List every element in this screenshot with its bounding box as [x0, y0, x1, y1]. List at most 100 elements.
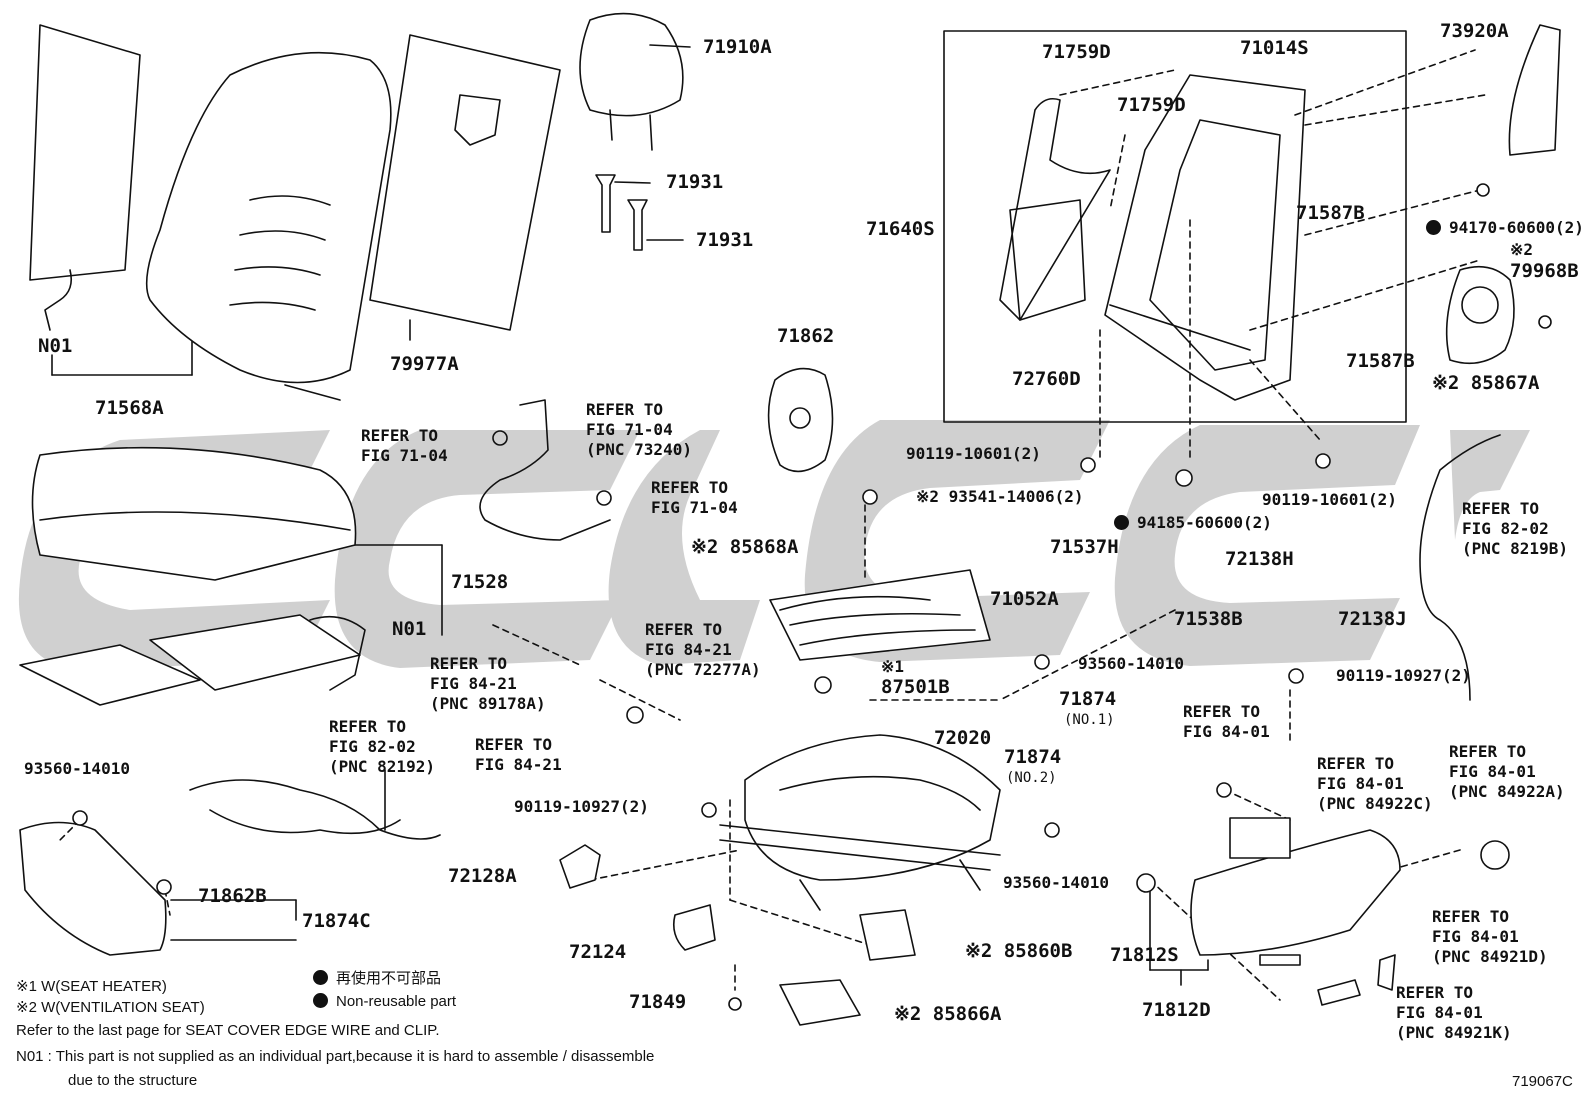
legend-non-reusable-en: Non-reusable part — [313, 992, 456, 1011]
refer-line: FIG 84-01 — [1449, 762, 1536, 781]
refer-line: REFER TO — [1317, 754, 1395, 773]
part-72128A: 72128A — [448, 865, 517, 887]
bolt-icons — [72, 183, 1490, 1011]
part-71568A: 71568A — [95, 397, 164, 419]
part-71537H: 71537H — [1050, 536, 1119, 558]
part-71812S: 71812S — [1110, 944, 1179, 966]
part-71568A-n01: N01 — [38, 335, 73, 357]
part-94185-60600-label: 94185-60600(2) — [1137, 513, 1272, 532]
part-90119-10927-a: 90119-10927(2) — [1336, 666, 1471, 685]
part-90119-10601-a: 90119-10601(2) — [906, 444, 1041, 463]
part-71538B: 71538B — [1174, 608, 1243, 630]
refer-line: REFER TO — [1449, 742, 1527, 761]
non-reusable-dot-icon — [313, 993, 328, 1008]
non-reusable-dot-icon — [1114, 515, 1129, 530]
part-71874-no2-sub: (NO.2) — [1006, 770, 1057, 786]
part-71874C: 71874C — [302, 910, 371, 932]
part-87501B-mark: ※1 — [881, 657, 905, 676]
motor-85867A-shape — [1445, 265, 1552, 365]
part-93560-14010-a: 93560-14010 — [1078, 654, 1184, 673]
non-reusable-dot-icon — [313, 970, 328, 985]
wire-harness-8219B — [1419, 434, 1501, 701]
part-79977A: 79977A — [390, 353, 459, 375]
refer-line: (PNC 73240) — [586, 440, 692, 459]
bracket-72124 — [672, 904, 716, 951]
refer-line: REFER TO — [329, 717, 407, 736]
refer-line: FIG 71-04 — [361, 446, 448, 465]
part-90119-10927-b: 90119-10927(2) — [514, 797, 649, 816]
part-71759D-a: 71759D — [1042, 41, 1111, 63]
legend-non-reusable-en-text: Non-reusable part — [336, 993, 457, 1010]
seatback-cover-shape — [145, 51, 392, 401]
part-71587B-b: 71587B — [1346, 350, 1415, 372]
seatback-pad-shape — [29, 24, 193, 376]
refer-line: REFER TO — [1183, 702, 1261, 721]
seat-frame-shape — [999, 74, 1306, 401]
refer-line: (PNC 8219B) — [1462, 539, 1568, 558]
non-reusable-dot-icon — [1426, 220, 1441, 235]
diagram-code: 719067C — [1512, 1073, 1573, 1090]
refer-line: FIG 84-01 — [1432, 927, 1519, 946]
refer-line: REFER TO — [645, 620, 723, 639]
part-93560-14010-c: 93560-14010 — [24, 759, 130, 778]
part-71052A: 71052A — [990, 588, 1059, 610]
legend-non-reusable-jp: 再使用不可部品 — [313, 969, 441, 988]
clip-71-04-b — [596, 490, 612, 506]
cover-73920A-shape — [1508, 24, 1561, 156]
part-71931-a: 71931 — [666, 171, 724, 193]
refer-line: FIG 71-04 — [586, 420, 673, 439]
center-leader-lines — [492, 504, 1461, 1001]
part-71812D: 71812D — [1142, 999, 1211, 1021]
part-71759D-b: 71759D — [1117, 94, 1186, 116]
part-71931-b: 71931 — [696, 229, 754, 251]
note-n01-line1: N01 : This part is not supplied as an in… — [16, 1048, 655, 1065]
frame-leader-lines — [1059, 49, 1486, 461]
part-85867A: ※2 85867A — [1432, 372, 1540, 394]
cover-71862-shape — [767, 367, 834, 473]
refer-line: FIG 82-02 — [329, 737, 416, 756]
headrest-shape — [579, 12, 691, 151]
note-n01-line2: due to the structure — [68, 1072, 198, 1089]
knob-84921D — [1377, 954, 1396, 991]
note-edge-wire: Refer to the last page for SEAT COVER ED… — [16, 1022, 440, 1039]
clip-71-04-a — [492, 430, 508, 446]
refer-line: (PNC 84921K) — [1396, 1023, 1512, 1042]
part-71587B-a: 71587B — [1296, 202, 1365, 224]
switch-84922C — [1229, 817, 1291, 859]
part-94185-60600: 94185-60600(2) — [1114, 513, 1272, 533]
part-72138J: 72138J — [1338, 608, 1407, 630]
blower-85860B — [859, 909, 916, 961]
part-87501B: 87501B — [881, 676, 950, 698]
refer-line: (PNC 84921D) — [1432, 947, 1548, 966]
part-71849: 71849 — [629, 991, 687, 1013]
part-72760D: 72760D — [1012, 368, 1081, 390]
refer-line: FIG 71-04 — [651, 498, 738, 517]
part-72020: 72020 — [934, 727, 992, 749]
refer-line: (PNC 82192) — [329, 757, 435, 776]
refer-line: REFER TO — [1432, 907, 1510, 926]
part-71014S: 71014S — [1240, 37, 1309, 59]
frame-box — [943, 30, 1407, 423]
part-71874-no2: 71874 — [1004, 746, 1062, 768]
refer-line: REFER TO — [1462, 499, 1540, 518]
part-71862: 71862 — [777, 325, 835, 347]
refer-line: REFER TO — [430, 654, 508, 673]
part-93541-14006: ※2 93541-14006(2) — [916, 487, 1084, 506]
refer-line: FIG 84-01 — [1183, 722, 1270, 741]
back-board-shape — [369, 34, 561, 341]
leaders-71812 — [170, 889, 1209, 986]
switch-84922A — [1480, 840, 1510, 870]
part-71862B: 71862B — [198, 885, 267, 907]
part-94170-60600: 94170-60600(2) — [1426, 218, 1584, 238]
part-85860B: ※2 85860B — [965, 940, 1073, 962]
